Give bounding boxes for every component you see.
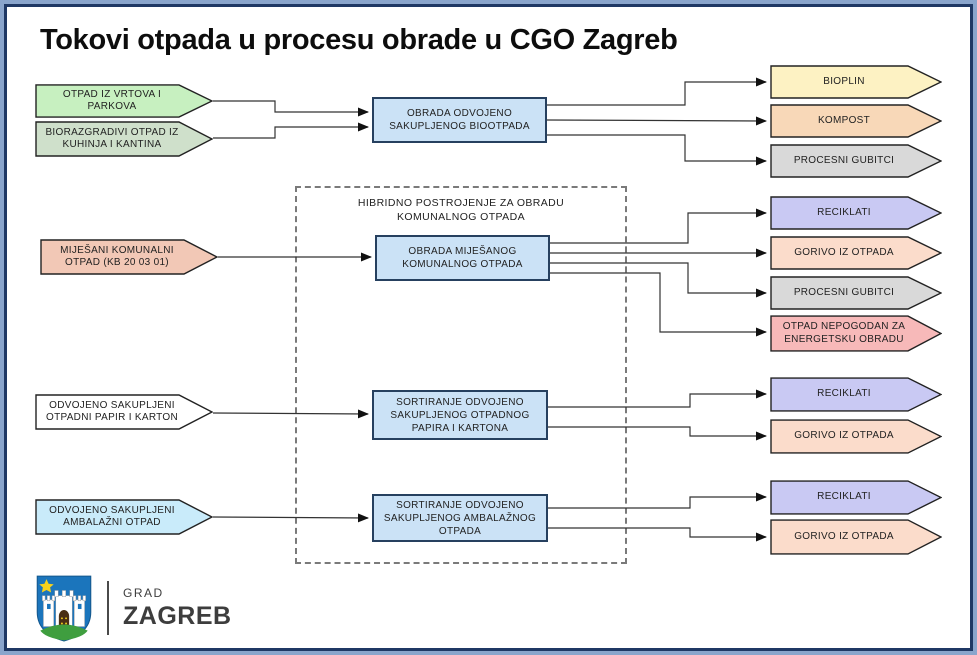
input-arrow-garden-park-waste: OTPAD IZ VRTOVA I PARKOVA [35,84,213,118]
input-arrow-biodegradable-kitchen-waste: BIORAZGRADIVI OTPAD IZ KUHINJA I KANTINA [35,121,213,157]
input-arrow-label: ODVOJENO SAKUPLJENI OTPADNI PAPIR I KART… [46,399,178,424]
output-arrow-biogas: BIOPLIN [770,65,942,99]
process-box-label: OBRADA ODVOJENO SAKUPLJENOG BIOOTPADA [389,108,530,132]
logo-divider [107,581,109,635]
arrow-shape [36,85,212,117]
grad-zagreb-logo: GRAD ZAGREB [35,573,232,643]
arrow-shape [41,240,217,274]
page-title: Tokovi otpada u procesu obrade u CGO Zag… [40,24,678,56]
arrow-shape [36,395,212,429]
input-arrow-mixed-municipal-waste: MIJEŠANI KOMUNALNI OTPAD (KB 20 03 01) [40,239,218,275]
input-arrow-paper-cardboard-waste: ODVOJENO SAKUPLJENI OTPADNI PAPIR I KART… [35,394,213,430]
arrow-shape [771,520,941,554]
arrow-shape [771,481,941,514]
process-box-packaging-sorting: SORTIRANJE ODVOJENO SAKUPLJENOG AMBALAŽN… [372,494,548,542]
output-arrow-refuse-derived-fuel-2: GORIVO IZ OTPADA [770,419,942,454]
input-arrow-label: BIORAZGRADIVI OTPAD IZ KUHINJA I KANTINA [45,126,179,151]
output-arrow-recyclables-3: RECIKLATI [770,480,942,515]
output-arrow-refuse-derived-fuel-1: GORIVO IZ OTPADA [770,236,942,270]
diagram-canvas: Tokovi otpada u procesu obrade u CGO Zag… [7,7,970,648]
input-arrow-label: ODVOJENO SAKUPLJENI AMBALAŽNI OTPAD [49,504,175,529]
process-box-label: OBRADA MIJEŠANOG KOMUNALNOG OTPADA [402,246,523,270]
output-arrow-label: OTPAD NEPOGODAN ZA ENERGETSKU OBRADU [782,321,906,345]
process-box-mixed-waste-treatment: OBRADA MIJEŠANOG KOMUNALNOG OTPADA [375,235,550,281]
arrow-shape [36,122,212,156]
arrow-shape [771,316,941,351]
arrow-shape [771,66,941,98]
output-arrow-waste-unsuitable-for-energy: OTPAD NEPOGODAN ZA ENERGETSKU OBRADU [770,315,942,352]
output-arrow-label: RECIKLATI [817,388,871,400]
output-arrow-label: PROCESNI GUBITCI [793,154,895,166]
input-arrow-label: MIJEŠANI KOMUNALNI OTPAD (KB 20 03 01) [60,244,174,269]
input-arrow-packaging-waste: ODVOJENO SAKUPLJENI AMBALAŽNI OTPAD [35,499,213,535]
output-arrow-process-losses-1: PROCESNI GUBITCI [770,144,942,178]
input-arrow-label: OTPAD IZ VRTOVA I PARKOVA [62,88,162,113]
output-arrow-process-losses-2: PROCESNI GUBITCI [770,276,942,310]
output-arrow-recyclables-2: RECIKLATI [770,377,942,412]
hybrid-plant-label: HIBRIDNO POSTROJENJE ZA OBRADU KOMUNALNO… [357,197,565,223]
process-box-label: SORTIRANJE ODVOJENO SAKUPLJENOG AMBALAŽN… [383,499,537,537]
arrow-shape [771,277,941,309]
output-arrow-label: KOMPOST [817,114,871,126]
arrow-shape [771,145,941,177]
hybrid-plant-boundary: HIBRIDNO POSTROJENJE ZA OBRADU KOMUNALNO… [295,186,627,564]
arrow-shape [771,378,941,411]
output-arrow-label: GORIVO IZ OTPADA [794,430,894,442]
logo-caption-zagreb: ZAGREB [123,601,232,630]
arrow-shape [771,105,941,137]
arrow-shape [771,420,941,453]
output-arrow-label: GORIVO IZ OTPADA [794,246,894,258]
arrow-shape [36,500,212,534]
slide-inner-frame: Tokovi otpada u procesu obrade u CGO Zag… [4,4,973,651]
output-arrow-label: PROCESNI GUBITCI [793,286,895,298]
output-arrow-label: RECIKLATI [817,491,871,503]
output-arrow-label: BIOPLIN [823,75,865,87]
process-box-paper-sorting: SORTIRANJE ODVOJENO SAKUPLJENOG OTPADNOG… [372,390,548,440]
zagreb-coat-of-arms-icon [36,575,92,642]
logo-caption-grad: GRAD [123,585,164,600]
process-box-biowaste-treatment: OBRADA ODVOJENO SAKUPLJENOG BIOOTPADA [372,97,547,143]
output-arrow-recyclables-1: RECIKLATI [770,196,942,230]
arrow-shape [771,237,941,269]
output-arrow-label: RECIKLATI [817,206,871,218]
output-arrow-label: GORIVO IZ OTPADA [794,530,894,542]
process-box-label: SORTIRANJE ODVOJENO SAKUPLJENOG OTPADNOG… [390,396,530,434]
output-arrow-refuse-derived-fuel-3: GORIVO IZ OTPADA [770,519,942,555]
output-arrow-compost: KOMPOST [770,104,942,138]
arrow-shape [771,197,941,229]
